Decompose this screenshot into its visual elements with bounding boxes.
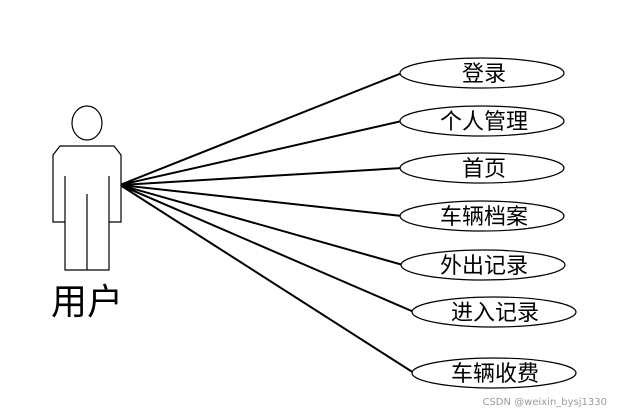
association-personal-management [119, 120, 403, 186]
use-case-personal-management: 个人管理 [399, 105, 565, 137]
use-case-ellipse [399, 57, 565, 89]
actor-label: 用户 [51, 282, 123, 323]
use-case-ellipse [399, 152, 565, 184]
use-case-ellipse [411, 296, 577, 328]
associations [119, 72, 415, 374]
watermark-text: CSDN @weixin_bysj1330 [482, 397, 607, 408]
use-case-home: 首页 [399, 152, 565, 184]
use-case-vehicle-archive: 车辆档案 [399, 200, 565, 232]
use-case-label: 车辆档案 [440, 205, 528, 230]
use-case-ellipse [399, 200, 565, 232]
use-case-outing-record: 外出记录 [400, 249, 566, 281]
use-case-label: 登录 [462, 62, 506, 87]
association-vehicle-archive [119, 184, 403, 217]
use-case-label: 进入记录 [451, 301, 539, 326]
use-case-label: 首页 [462, 157, 506, 182]
use-case-label: 个人管理 [440, 110, 528, 135]
use-case-ellipse [400, 249, 566, 281]
actor-head [71, 105, 103, 141]
use-case-label: 外出记录 [440, 254, 528, 279]
association-entry-record [119, 184, 415, 313]
use-case-entry-record: 进入记录 [411, 296, 577, 328]
association-outing-record [119, 184, 404, 266]
stick-figure-actor-icon [52, 105, 122, 271]
use-case-vehicle-fee: 车辆收费 [411, 357, 577, 389]
use-case-ellipse [399, 105, 565, 137]
use-case-login: 登录 [399, 57, 565, 89]
use-case-label: 车辆收费 [451, 362, 539, 387]
association-home [119, 167, 403, 186]
use-case-ellipse [411, 357, 577, 389]
association-login [119, 72, 403, 186]
association-vehicle-fee [119, 184, 415, 374]
